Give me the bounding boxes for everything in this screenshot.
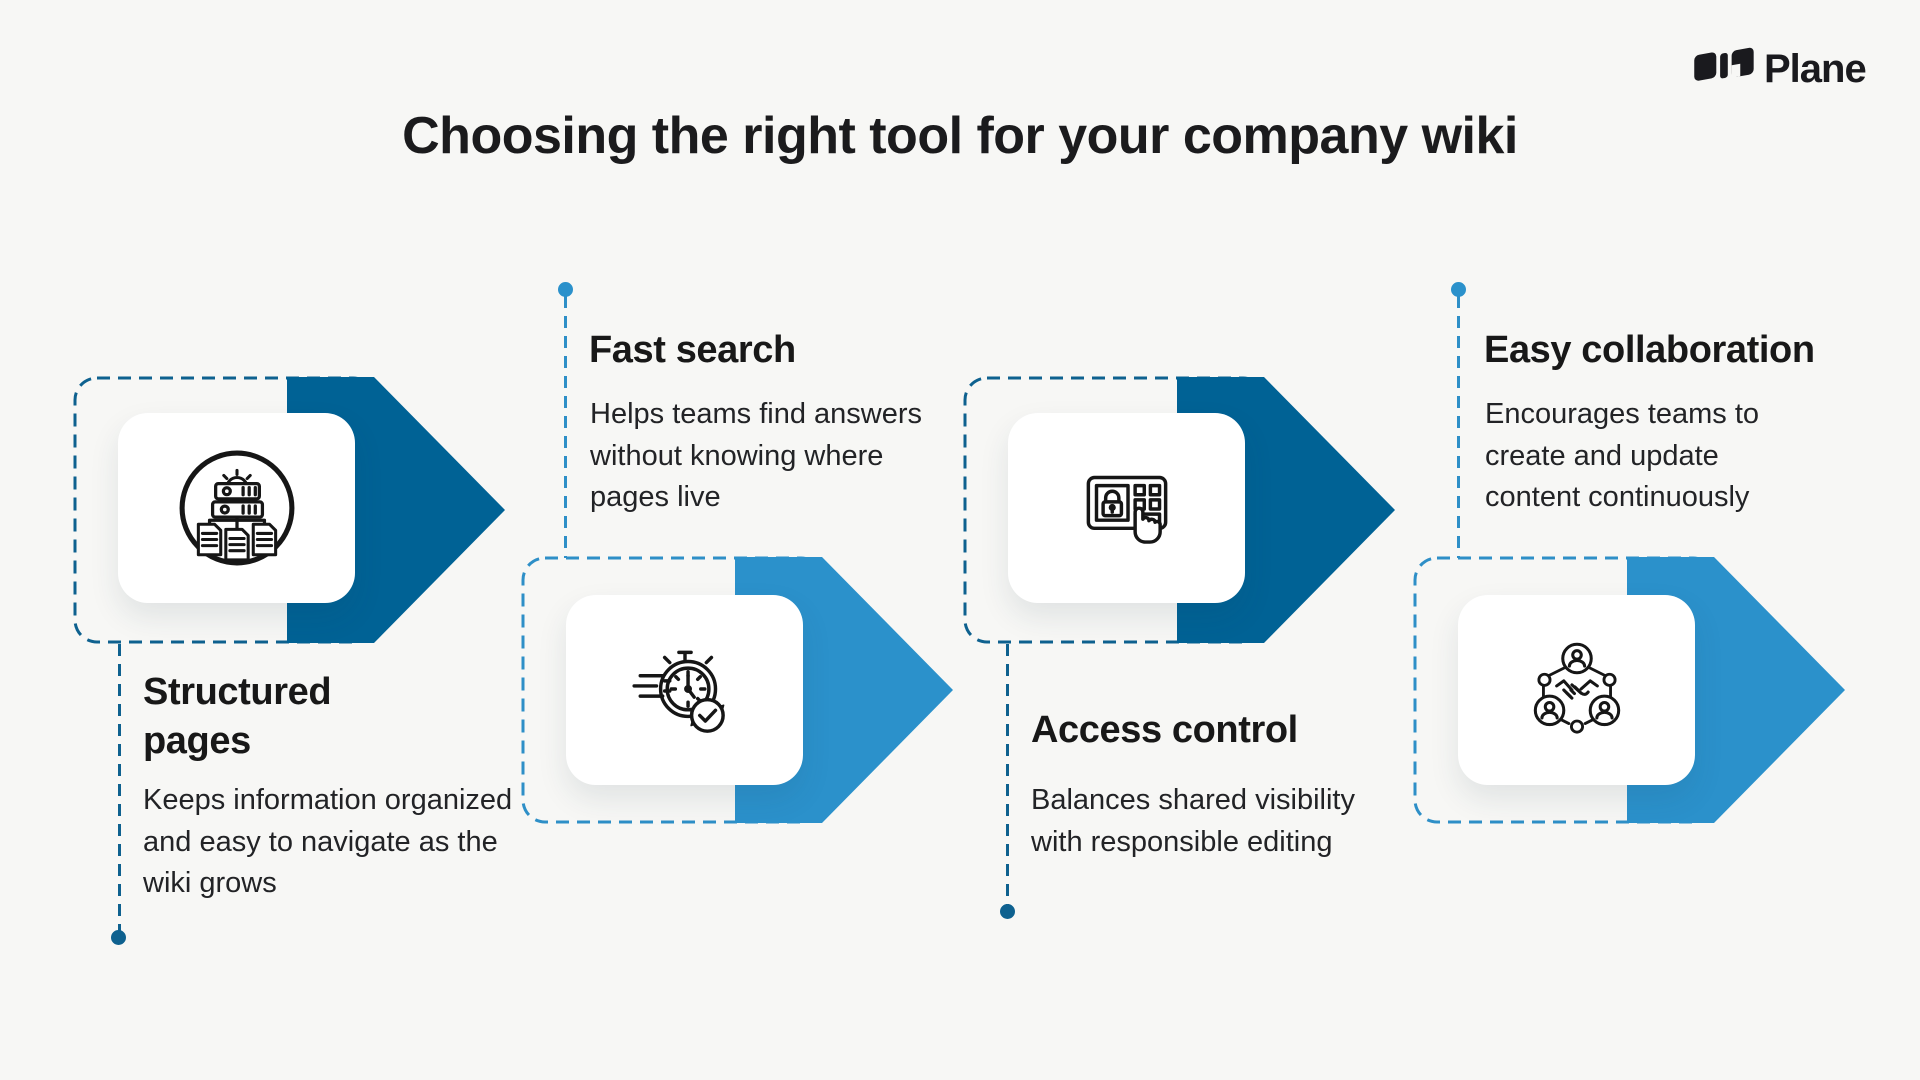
card-description: Helps teams find answers without knowing… bbox=[590, 398, 923, 513]
icon-card bbox=[118, 413, 355, 603]
icon-card bbox=[1458, 595, 1695, 785]
page-title: Choosing the right tool for your company… bbox=[402, 107, 1518, 165]
connector-dot bbox=[111, 930, 126, 945]
collaboration-network-icon bbox=[1533, 642, 1620, 734]
connector-dot bbox=[1000, 904, 1015, 919]
icon-card bbox=[1008, 413, 1245, 603]
plane-logo-text: Plane bbox=[1764, 47, 1867, 91]
connector-line bbox=[1457, 296, 1460, 558]
structured-pages-icon bbox=[179, 450, 294, 566]
card-title: Access control bbox=[1031, 709, 1298, 751]
connector-dot bbox=[1451, 282, 1466, 297]
card-description: Balances shared visibility with responsi… bbox=[1031, 784, 1355, 858]
card-description: Keeps information organized and easy to … bbox=[143, 784, 513, 899]
keypad-lock-icon bbox=[1086, 475, 1167, 544]
plane-logo: Plane bbox=[1692, 46, 1867, 92]
card-description: Encourages teams to create and update co… bbox=[1485, 398, 1760, 513]
connector-line bbox=[564, 296, 567, 558]
card-title: Structured pages bbox=[143, 671, 332, 762]
connector-dot bbox=[558, 282, 573, 297]
icon-card bbox=[566, 595, 803, 785]
card-title: Easy collaboration bbox=[1484, 329, 1815, 371]
stopwatch-icon bbox=[631, 650, 725, 733]
connector-line bbox=[118, 644, 121, 932]
connector-line bbox=[1006, 644, 1009, 906]
plane-logo-icon bbox=[1694, 47, 1754, 81]
card-title: Fast search bbox=[589, 329, 796, 371]
